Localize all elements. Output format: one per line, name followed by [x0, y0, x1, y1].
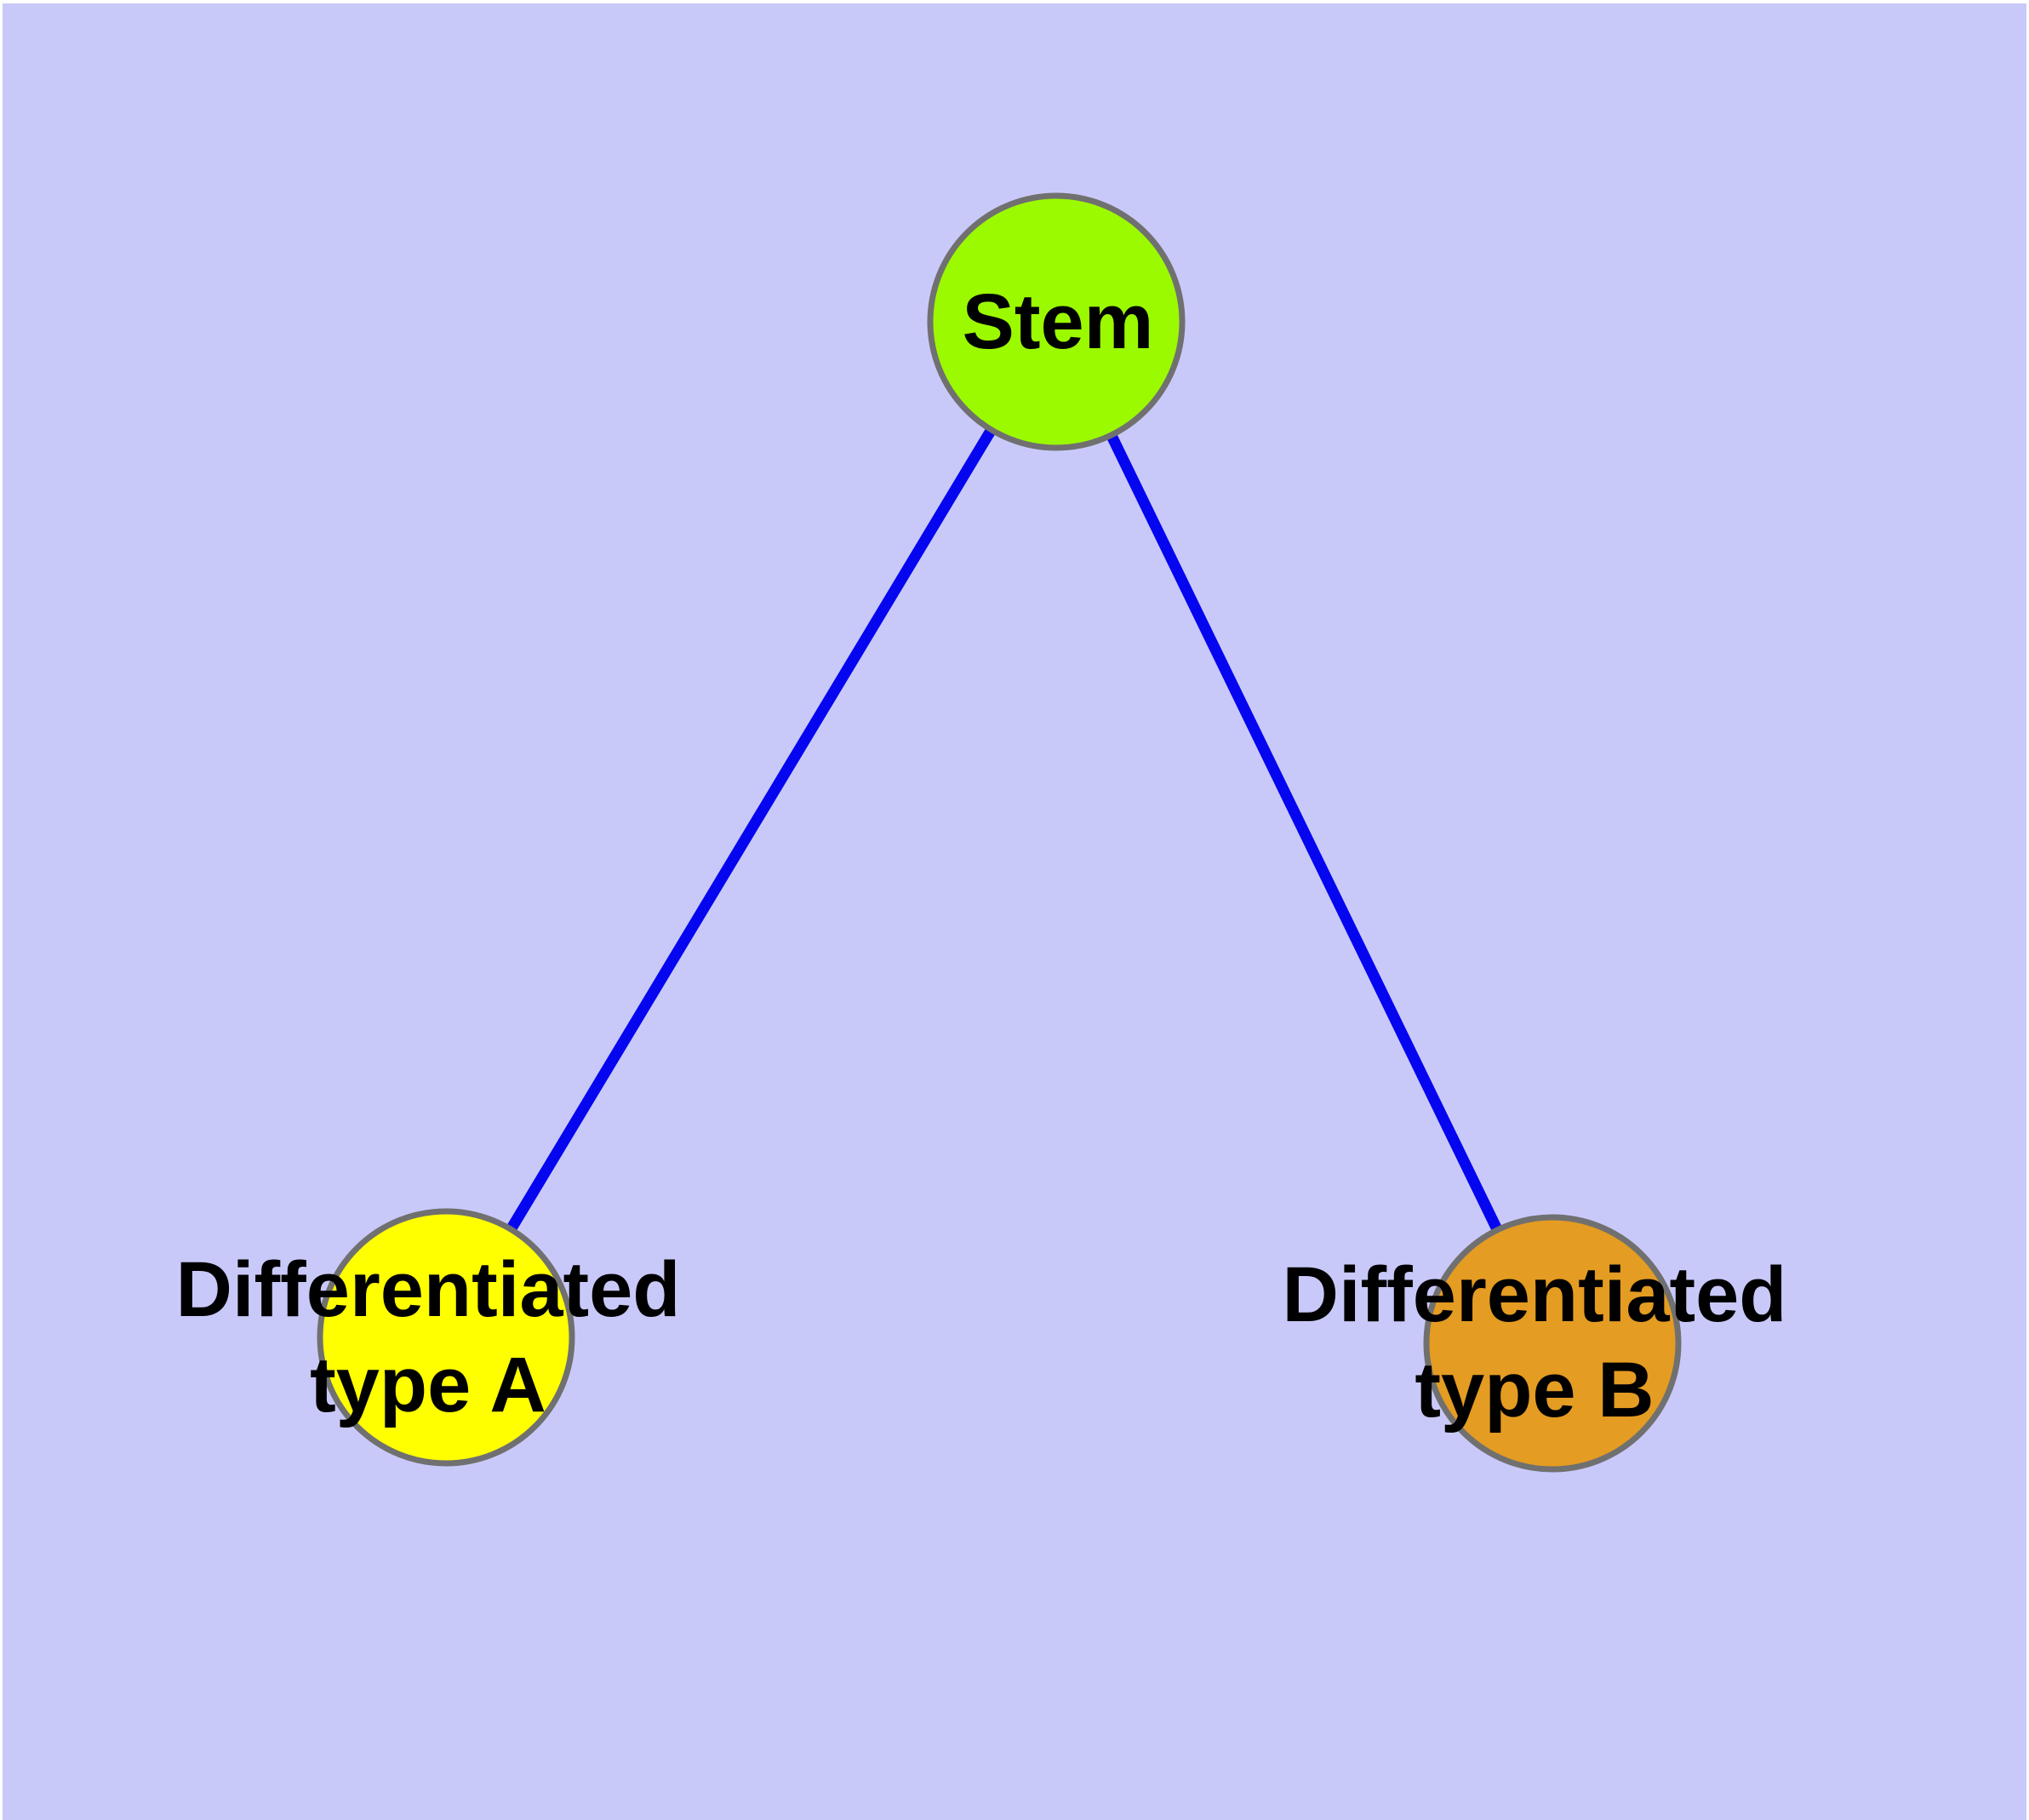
- edge-stem-to-type-a: [441, 318, 1061, 1341]
- stem-node-circle: [927, 192, 1186, 451]
- stem-node-label: Stem: [963, 274, 1154, 369]
- type-b-label-line2: type B: [1415, 1347, 1655, 1434]
- differentiated-type-b-node-label: Differentiated type B: [1283, 1247, 1787, 1438]
- type-a-label-line1: Differentiated: [175, 1246, 681, 1333]
- stem-label-line1: Stem: [962, 278, 1154, 365]
- diagram-canvas: Stem Differentiated type A Differentiate…: [3, 3, 2026, 1820]
- differentiated-type-a-node-circle: [317, 1208, 575, 1467]
- type-b-label-line1: Differentiated: [1282, 1251, 1787, 1338]
- differentiated-type-b-node-circle: [1423, 1214, 1682, 1473]
- graph-svg: [3, 3, 2026, 1820]
- type-a-label-line2: type A: [310, 1342, 546, 1428]
- edge-stem-to-type-b: [1051, 319, 1557, 1346]
- differentiated-type-a-node-label: Differentiated type A: [176, 1242, 681, 1433]
